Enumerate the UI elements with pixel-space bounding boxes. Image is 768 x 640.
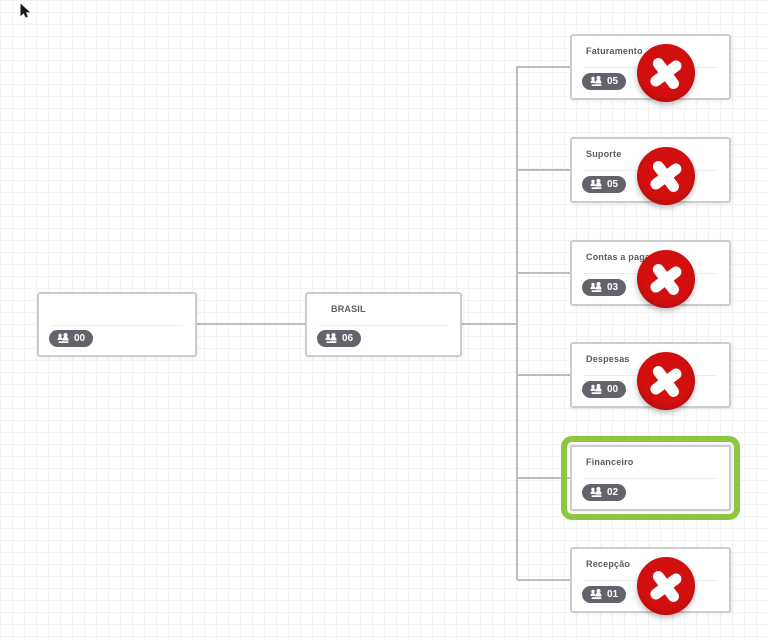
users-group-icon [590, 487, 603, 498]
connector-stub-contas [517, 272, 570, 274]
node-divider [51, 325, 183, 326]
member-count-badge: 01 [582, 586, 627, 603]
member-count: 01 [607, 589, 619, 600]
users-group-icon [590, 589, 603, 600]
org-node-root[interactable]: 00 [37, 292, 197, 357]
close-x-icon [633, 143, 699, 209]
org-node-suporte[interactable]: Suporte 05 [570, 137, 731, 209]
member-count-badge: 05 [582, 176, 627, 193]
node-title: Faturamento [586, 46, 643, 56]
member-count: 03 [607, 282, 619, 293]
close-x-icon [633, 40, 699, 106]
delete-node-button[interactable] [633, 40, 699, 106]
close-x-icon [633, 348, 699, 414]
close-x-icon [633, 246, 699, 312]
member-count-badge: 06 [317, 330, 362, 347]
member-count: 05 [607, 179, 619, 190]
users-group-icon [590, 179, 603, 190]
member-count: 02 [607, 487, 619, 498]
connector-brasil-trunk [462, 323, 517, 325]
node-title: Despesas [586, 354, 630, 364]
org-node-financeiro[interactable]: Financeiro 02 [561, 436, 740, 520]
connector-root-brasil [197, 323, 305, 325]
org-node-brasil[interactable]: BRASIL 06 [305, 292, 462, 357]
mouse-cursor-icon [20, 3, 31, 23]
member-count-badge: 05 [582, 73, 627, 90]
member-count: 05 [607, 76, 619, 87]
node-title: Suporte [586, 149, 622, 159]
connector-trunk [516, 66, 518, 580]
close-x-icon [633, 553, 699, 619]
users-group-icon [590, 384, 603, 395]
users-group-icon [57, 333, 70, 344]
org-node-faturamento[interactable]: Faturamento 05 [570, 34, 731, 106]
delete-node-button[interactable] [633, 246, 699, 312]
connector-stub-recepcao [517, 579, 570, 581]
node-title: Recepção [586, 559, 631, 569]
connector-stub-financeiro [517, 477, 570, 479]
delete-node-button[interactable] [633, 143, 699, 209]
member-count: 00 [74, 333, 86, 344]
org-node-despesas[interactable]: Despesas 00 [570, 342, 731, 414]
node-title: Financeiro [586, 457, 634, 467]
member-count-badge: 02 [582, 484, 627, 501]
delete-node-button[interactable] [633, 348, 699, 414]
connector-stub-faturamento [517, 66, 570, 68]
member-count: 06 [342, 333, 354, 344]
node-title: Contas a pagar [586, 252, 654, 262]
users-group-icon [590, 76, 603, 87]
node-divider [319, 325, 448, 326]
connector-stub-despesas [517, 374, 570, 376]
org-node-recepcao[interactable]: Recepção 01 [570, 547, 731, 619]
org-node-contas-a-pagar[interactable]: Contas a pagar 03 [570, 240, 731, 312]
delete-node-button[interactable] [633, 553, 699, 619]
member-count: 00 [607, 384, 619, 395]
member-count-badge: 00 [49, 330, 94, 347]
member-count-badge: 03 [582, 279, 627, 296]
node-title: BRASIL [331, 304, 366, 314]
users-group-icon [590, 282, 603, 293]
users-group-icon [325, 333, 338, 344]
connector-stub-suporte [517, 169, 570, 171]
member-count-badge: 00 [582, 381, 627, 398]
node-divider [584, 478, 717, 479]
